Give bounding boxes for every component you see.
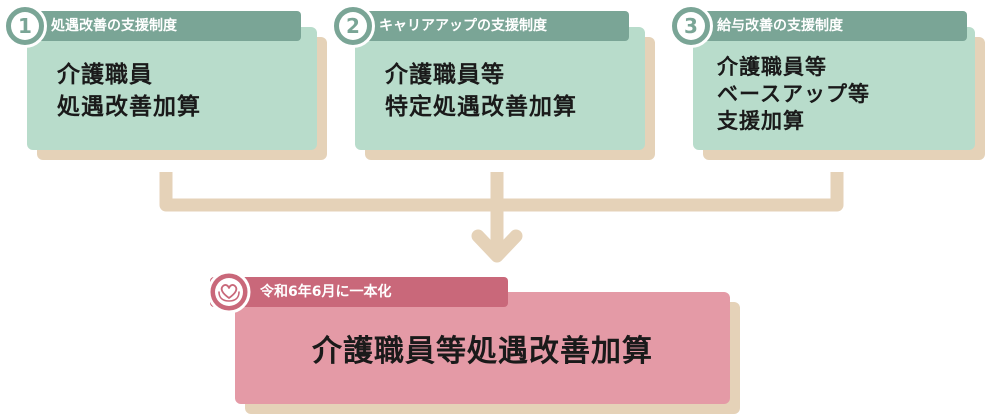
- heart-hands-icon: [207, 270, 251, 314]
- source-tag-3: 給与改善の支援制度: [675, 11, 967, 41]
- number-badge-digit: 2: [339, 12, 367, 40]
- number-badge-digit: 3: [677, 12, 705, 40]
- result-tag: 令和6年6月に一本化: [210, 277, 508, 307]
- number-badge-3: 3: [669, 4, 713, 48]
- result-card: 介護職員等処遇改善加算: [235, 292, 740, 414]
- number-badge-digit: 1: [11, 12, 39, 40]
- source-tag-2: キャリアアップの支援制度: [337, 11, 629, 41]
- card-panel: [693, 27, 975, 150]
- source-card-2: 介護職員等 特定処遇改善加算: [355, 27, 655, 160]
- source-tag-1: 処遇改善の支援制度: [9, 11, 301, 41]
- result-title: 介護職員等処遇改善加算: [312, 334, 653, 369]
- number-badge-2: 2: [331, 4, 375, 48]
- result-tag-label: 令和6年6月に一本化: [260, 284, 392, 300]
- source-tag-label: キャリアアップの支援制度: [379, 18, 547, 34]
- source-card-1: 介護職員 処遇改善加算: [27, 27, 327, 160]
- source-card-title: 介護職員等 特定処遇改善加算: [385, 62, 577, 120]
- result-panel: [235, 292, 730, 404]
- number-badge-1: 1: [3, 4, 47, 48]
- merge-arrow-icon: [471, 229, 523, 263]
- source-tag-label: 給与改善の支援制度: [717, 18, 843, 34]
- card-panel: [355, 27, 645, 150]
- source-tag-label: 処遇改善の支援制度: [51, 18, 177, 34]
- card-panel: [27, 27, 317, 150]
- source-card-title: 介護職員等 ベースアップ等 支援加算: [717, 55, 870, 133]
- source-card-title: 介護職員 処遇改善加算: [57, 62, 201, 120]
- source-card-3: 介護職員等 ベースアップ等 支援加算: [693, 27, 985, 160]
